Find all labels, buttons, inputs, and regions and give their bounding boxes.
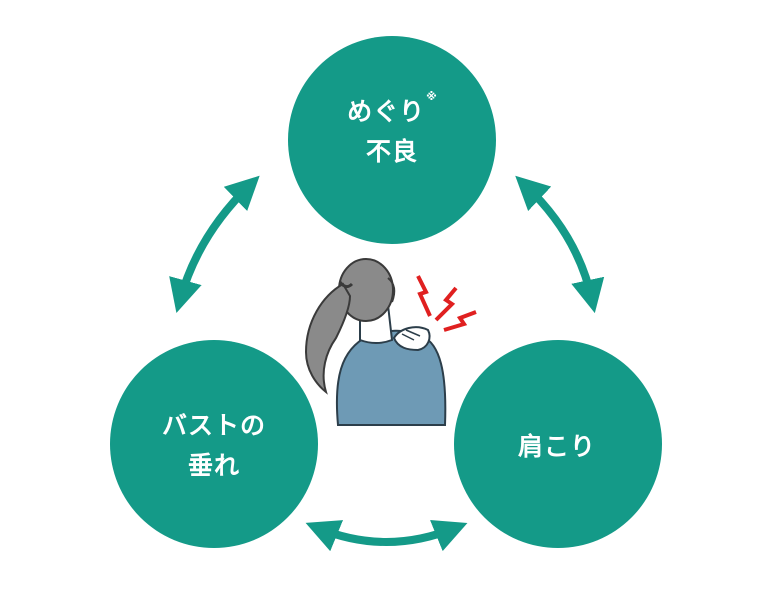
pain-mark-icons: [416, 275, 477, 332]
woman-shoulder-pain-illustration: [304, 258, 447, 426]
node-label-top-line1: めぐり: [347, 97, 426, 126]
finger-lines: [401, 329, 421, 341]
node-label-left-line2: 垂れ: [187, 451, 240, 480]
node-label-right-line1: 肩こり: [517, 432, 596, 461]
node-label-left-line1: バストの: [161, 411, 266, 440]
node-label-right: 肩こり: [457, 427, 657, 467]
hair-tie-shape: [338, 281, 354, 289]
node-circle-left: [110, 340, 318, 548]
arrow-top-right: [515, 175, 605, 314]
pain-bolt-3: [443, 310, 477, 332]
node-label-top-line2: 不良: [365, 137, 418, 166]
arrow-bottom: [305, 520, 468, 552]
shirt-shape: [335, 329, 447, 426]
pain-bolt-2: [434, 286, 458, 322]
ponytail-shape: [304, 282, 352, 395]
arrow-top-left: [169, 175, 260, 313]
node-label-left: バストの 垂れ: [114, 406, 314, 486]
ear-shape: [387, 277, 396, 303]
pain-bolt-1: [416, 275, 432, 317]
node-label-top: めぐり※ 不良: [292, 90, 492, 172]
node-circle-right: [454, 340, 662, 548]
node-label-top-line1-wrap: めぐり※: [292, 90, 492, 132]
node-circle-top: [288, 36, 496, 244]
note-mark: ※: [426, 90, 437, 103]
